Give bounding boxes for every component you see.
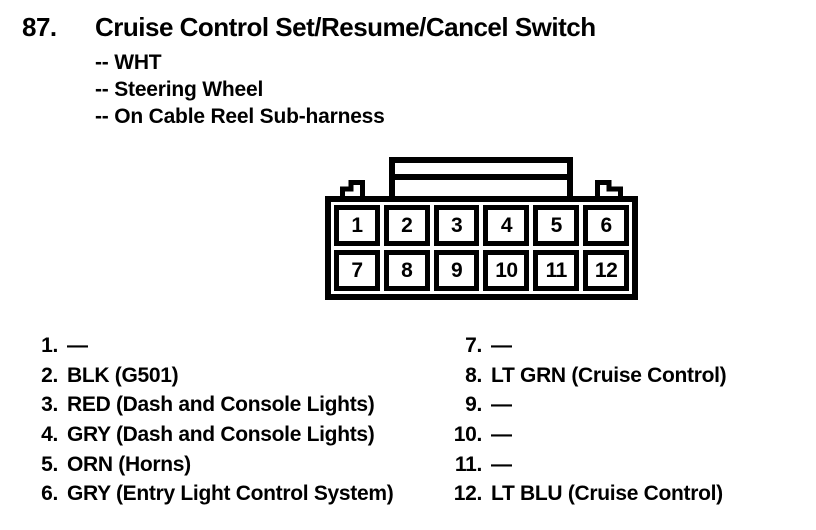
detail-notes: -- WHT -- Steering Wheel -- On Cable Ree… — [95, 49, 385, 130]
pin-cavity-8: 8 — [383, 250, 430, 291]
pin-row-2: 2. BLK (G501) — [30, 361, 393, 391]
pin-row-label: ORN (Horns) — [67, 452, 191, 476]
pin-list-left: 1. — 2. BLK (G501) 3. RED (Dash and Cons… — [30, 331, 394, 509]
pin-row-4: 4. GRY (Dash and Console Lights) — [30, 420, 393, 450]
pin-cavity-12: 12 — [583, 250, 629, 291]
pin-row-label: LT GRN (Cruise Control) — [491, 363, 727, 387]
connector-diagram: 1 2 3 4 5 6 7 8 9 10 11 12 — [325, 157, 638, 300]
detail-note-color: -- WHT — [95, 51, 162, 74]
pin-row-label: — — [491, 393, 512, 417]
pin-row-number: 7. — [465, 333, 482, 357]
pin-row-9: 9. — — [448, 390, 726, 420]
pin-row-number: 10. — [453, 422, 483, 446]
pin-row-label: — — [491, 333, 512, 357]
connector-tab-left-icon — [340, 180, 365, 196]
pin-row-5: 5. ORN (Horns) — [30, 450, 393, 480]
pin-row-number: 1. — [41, 333, 58, 357]
pin-row-number: 2. — [41, 363, 58, 387]
pin-row-number: 3. — [41, 393, 58, 417]
page-title: Cruise Control Set/Resume/Cancel Switch — [95, 12, 596, 42]
pin-row-label: — — [491, 452, 512, 476]
pin-row-label: — — [491, 422, 512, 446]
pin-row-8: 8. LT GRN (Cruise Control) — [448, 361, 727, 391]
pin-row-number: 8. — [465, 363, 482, 387]
connector-tab-right-icon — [595, 180, 623, 196]
pin-row-label: GRY (Entry Light Control System) — [67, 482, 394, 506]
pin-cavity-1: 1 — [334, 205, 380, 246]
connector-latch-line — [395, 174, 567, 180]
pin-list-right: 7. — 8. LT GRN (Cruise Control) 9. — 10.… — [448, 331, 727, 509]
pin-row-6: 6. GRY (Entry Light Control System) — [30, 479, 394, 509]
pin-row-number: 6. — [41, 482, 58, 506]
pin-row-11: 11. — — [448, 450, 726, 480]
pin-row-number: 5. — [41, 452, 58, 476]
pin-row-3: 3. RED (Dash and Console Lights) — [30, 390, 393, 420]
pin-cavity-2: 2 — [383, 205, 430, 246]
pin-cavity-10: 10 — [483, 250, 530, 291]
pin-row-number: 12. — [453, 482, 483, 506]
connector-body: 1 2 3 4 5 6 7 8 9 10 11 12 — [325, 196, 638, 300]
pin-cavity-11: 11 — [533, 250, 580, 291]
pin-row-label: BLK (G501) — [67, 363, 179, 387]
pin-row-label: — — [67, 333, 88, 357]
pin-row-7: 7. — — [448, 331, 726, 361]
pin-row-1: 1. — — [30, 331, 393, 361]
pin-cavity-6: 6 — [583, 205, 629, 246]
pin-row-12: 12. LT BLU (Cruise Control) — [448, 479, 726, 509]
pin-cavity-7: 7 — [334, 250, 380, 291]
pin-cavity-9: 9 — [433, 250, 480, 291]
pin-row-label: RED (Dash and Console Lights) — [67, 393, 375, 417]
pin-row-label: GRY (Dash and Console Lights) — [67, 422, 375, 446]
pin-cavity-4: 4 — [483, 205, 530, 246]
item-number: 87. — [22, 12, 57, 42]
detail-note-location: -- Steering Wheel — [95, 78, 264, 101]
connector-latch — [389, 157, 573, 196]
pin-row-number: 9. — [465, 393, 482, 417]
pin-row-number: 11. — [454, 452, 482, 476]
detail-note-harness: -- On Cable Reel Sub-harness — [95, 105, 385, 128]
pin-row-10: 10. — — [448, 420, 726, 450]
pin-cavity-5: 5 — [533, 205, 580, 246]
pin-row-number: 4. — [41, 422, 58, 446]
pin-row-label: LT BLU (Cruise Control) — [491, 482, 723, 506]
pin-cavity-3: 3 — [433, 205, 480, 246]
